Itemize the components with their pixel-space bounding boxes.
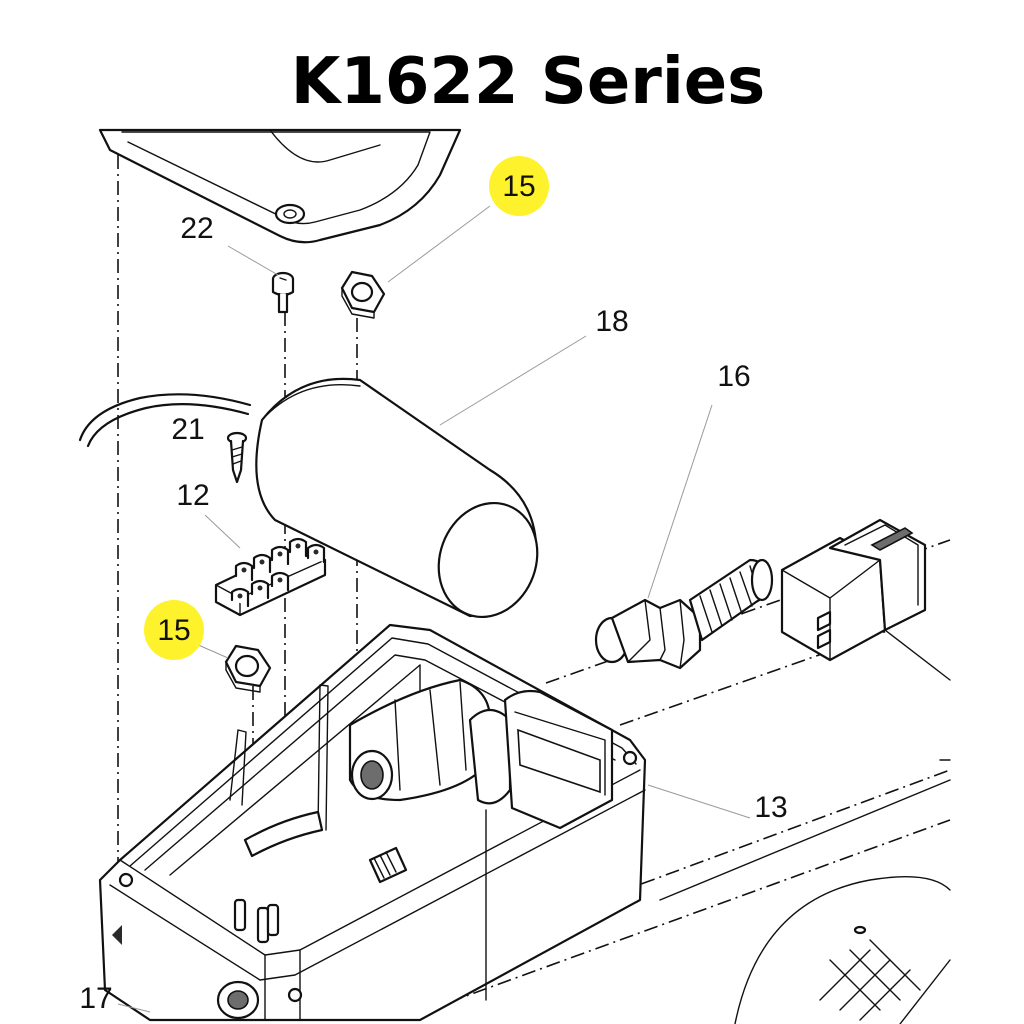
- terminal-block-part-12: [214, 537, 327, 617]
- callout-21: 21: [171, 413, 204, 446]
- screw-part-21: [226, 431, 248, 484]
- capacitor-part-18: [255, 377, 539, 619]
- callout-16: 16: [717, 360, 750, 393]
- motor-fan-shroud: [659, 759, 951, 1024]
- top-cover: [98, 128, 462, 244]
- callout-22: 22: [180, 212, 213, 245]
- callout-13: 13: [754, 791, 787, 824]
- callout-15-top: 15: [502, 170, 535, 203]
- housing-part-13: [98, 623, 647, 1022]
- callout-12: 12: [176, 479, 209, 512]
- diagram-title: K1622 Series: [291, 45, 766, 119]
- rocker-switch: [780, 518, 951, 681]
- hex-nut-part-15-top: [340, 270, 386, 319]
- cable-gland-part-16: [594, 558, 774, 670]
- highlight-circle-15-top: [489, 156, 549, 216]
- screw-part-22: [271, 271, 295, 314]
- power-cord: [78, 393, 252, 448]
- leader-lines: [117, 205, 751, 1013]
- callout-17: 17: [79, 982, 112, 1015]
- callout-18: 18: [595, 305, 628, 338]
- callout-15-left: 15: [157, 614, 190, 647]
- hex-nut-part-15-left: [224, 644, 272, 693]
- highlight-circle-15-left: [144, 600, 204, 660]
